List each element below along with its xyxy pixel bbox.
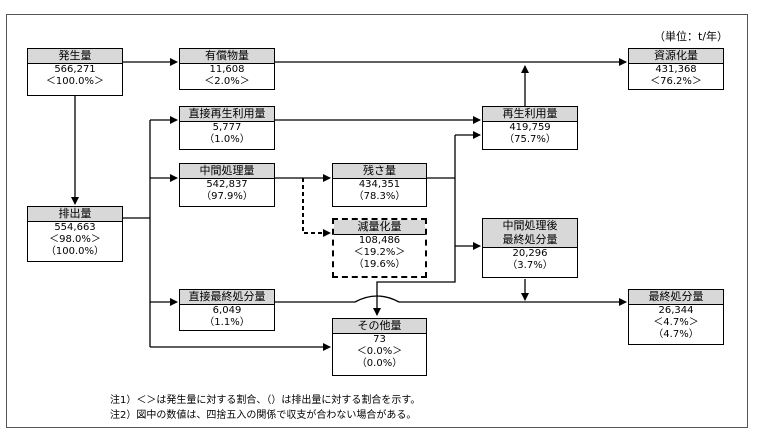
box-yusho: 有償物量 11,608 ＜2.0%＞ xyxy=(179,48,275,90)
box-chukan-value: 542,837 xyxy=(206,179,248,190)
box-yusho-ratio: ＜2.0%＞ xyxy=(204,76,250,87)
box-chukango-ratio: （3.7%） xyxy=(507,260,553,271)
box-haishutsu: 排出量 554,663 ＜98.0%＞ （100.0%） xyxy=(27,206,123,262)
box-zansa-value: 434,351 xyxy=(358,179,401,190)
box-yusho-title: 有償物量 xyxy=(180,49,274,64)
box-chukango: 中間処理後 最終処分量 20,296 （3.7%） xyxy=(482,218,578,278)
box-chukango-value: 20,296 xyxy=(512,248,548,259)
box-chokusaisho-value: 6,049 xyxy=(212,305,242,316)
note-2: 注2）図中の数値は、四捨五入の関係で収支が合わない場合がある。 xyxy=(110,410,417,421)
box-saisei-value: 419,759 xyxy=(509,122,551,133)
arrow-zansa-sonota xyxy=(373,246,456,316)
box-saishu-value: 26,344 xyxy=(658,305,694,316)
box-zansa-title: 残さ量 xyxy=(333,164,426,179)
box-sonota-title: その他量 xyxy=(333,319,426,334)
box-hassei-title: 発生量 xyxy=(28,49,122,64)
box-saishu-ratio2: （4.7%） xyxy=(653,329,699,340)
box-chokusai-value: 5,777 xyxy=(212,122,242,133)
box-sonota-value: 73 xyxy=(373,334,386,345)
box-genryo: 減量化量 108,486 ＜19.2%＞ （19.6%） xyxy=(332,218,427,278)
box-chokusai-title: 直接再生利用量 xyxy=(180,107,274,122)
unit-label: （単位：t/年） xyxy=(654,30,729,43)
box-shigen-value: 431,368 xyxy=(655,64,697,75)
box-haishutsu-title: 排出量 xyxy=(28,207,122,222)
box-saisei: 再生利用量 419,759 （75.7%） xyxy=(482,106,578,150)
box-chukan-title: 中間処理量 xyxy=(180,164,274,179)
box-saishu-title: 最終処分量 xyxy=(629,290,723,305)
arrow-chukan-genryo xyxy=(302,178,331,237)
box-zansa: 残さ量 434,351 （78.3%） xyxy=(332,163,427,207)
box-saishu-ratio1: ＜4.7%＞ xyxy=(653,317,699,328)
box-chukan-ratio: （97.9%） xyxy=(201,191,253,202)
box-shigen-title: 資源化量 xyxy=(629,49,723,64)
box-haishutsu-value: 554,663 xyxy=(54,222,96,233)
box-saisei-ratio: （75.7%） xyxy=(504,134,556,145)
box-genryo-ratio2: （19.6%） xyxy=(353,259,406,270)
box-hassei-value: 566,271 xyxy=(54,64,96,75)
box-sonota: その他量 73 ＜0.0%＞ （0.0%） xyxy=(332,318,427,376)
box-chukango-title-line1: 中間処理後 xyxy=(502,219,558,232)
box-haishutsu-ratio2: （100.0%） xyxy=(45,246,105,257)
box-hassei-ratio: ＜100.0%＞ xyxy=(45,76,105,87)
box-yusho-value: 11,608 xyxy=(209,64,245,75)
box-genryo-title: 減量化量 xyxy=(334,220,425,235)
box-chokusaisho-title: 直接最終処分量 xyxy=(180,290,274,305)
box-zansa-ratio: （78.3%） xyxy=(353,191,406,202)
box-sonota-ratio2: （0.0%） xyxy=(356,358,403,369)
box-chokusaisho: 直接最終処分量 6,049 （1.1%） xyxy=(179,289,275,331)
box-chukan: 中間処理量 542,837 （97.9%） xyxy=(179,163,275,207)
arrow-chokusaisho-saishu xyxy=(275,295,627,306)
box-chukango-title-line2: 最終処分量 xyxy=(502,233,558,246)
box-genryo-value: 108,486 xyxy=(358,235,401,246)
box-chokusai-ratio: （1.0%） xyxy=(204,134,250,145)
box-hassei: 発生量 566,271 ＜100.0%＞ xyxy=(27,48,123,96)
box-chukango-title: 中間処理後 最終処分量 xyxy=(483,219,577,248)
box-sonota-ratio1: ＜0.0%＞ xyxy=(356,346,403,357)
box-saishu: 最終処分量 26,344 ＜4.7%＞ （4.7%） xyxy=(628,289,724,345)
note-1: 注1）＜＞は発生量に対する割合、（）は排出量に対する割合を示す。 xyxy=(110,395,421,406)
box-shigen-ratio: ＜76.2%＞ xyxy=(650,76,702,87)
box-genryo-ratio1: ＜19.2%＞ xyxy=(353,247,406,258)
box-chokusai: 直接再生利用量 5,777 （1.0%） xyxy=(179,106,275,150)
diagram-frame xyxy=(6,14,748,428)
box-saisei-title: 再生利用量 xyxy=(483,107,577,122)
box-shigen: 資源化量 431,368 ＜76.2%＞ xyxy=(628,48,724,90)
box-chokusaisho-ratio: （1.1%） xyxy=(204,317,250,328)
box-haishutsu-ratio1: ＜98.0%＞ xyxy=(49,234,101,245)
